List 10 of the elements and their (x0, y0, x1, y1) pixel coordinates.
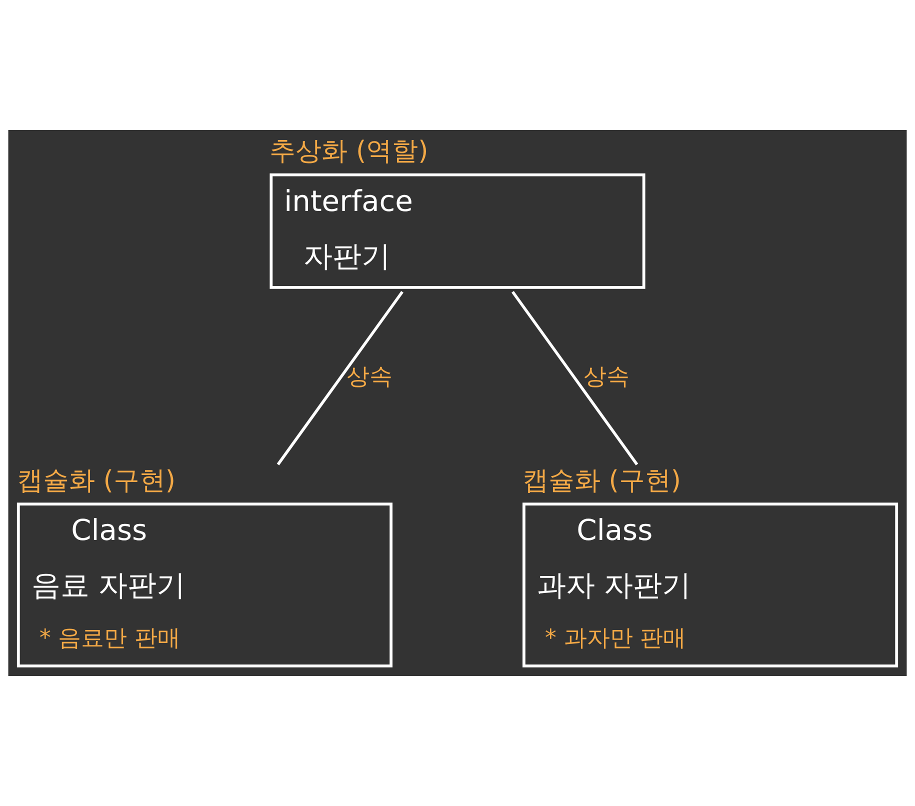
node-label: 캡슐화 (구현) (522, 466, 682, 496)
node-box: Class 음료 자판기 * 음료만 판매 (16, 502, 392, 668)
connector (512, 290, 638, 466)
edge-label: 상속 (346, 364, 392, 390)
connector (276, 290, 404, 466)
node-box: interface 자판기 (270, 173, 646, 289)
node-box: Class 과자 자판기 * 과자만 판매 (522, 502, 898, 668)
node-label: 캡슐화 (구현) (16, 466, 176, 496)
edge-label: 상속 (583, 364, 630, 390)
node-label: 추상화 (역할) (270, 136, 428, 166)
